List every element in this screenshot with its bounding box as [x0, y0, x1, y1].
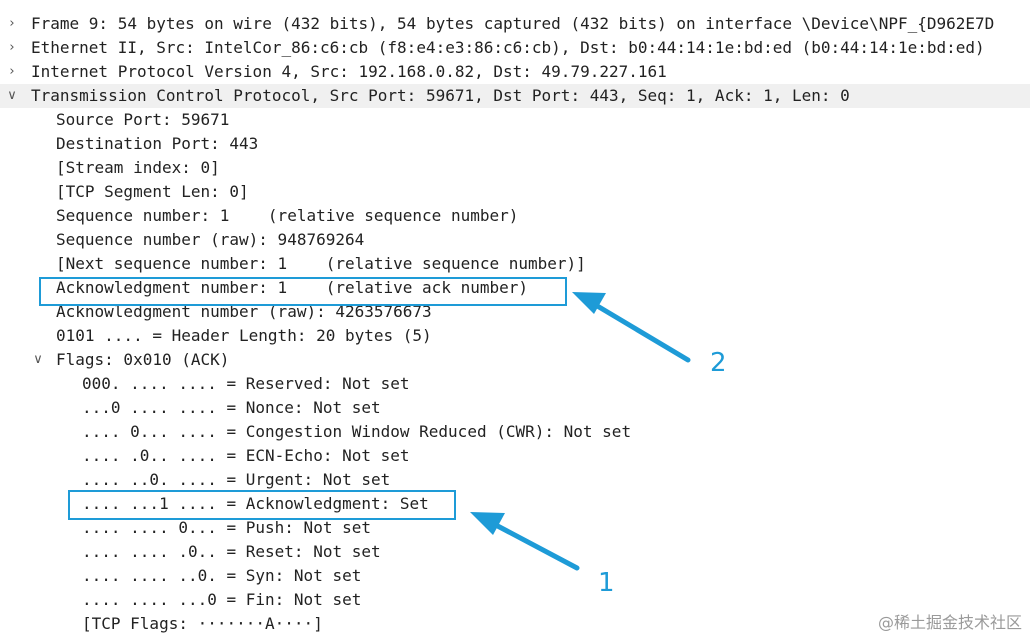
tree-row-label: .... ..0. .... = Urgent: Not set	[82, 470, 391, 489]
tree-row-label: .... .... 0... = Push: Not set	[82, 518, 371, 537]
tree-row-label: Sequence number: 1 (relative sequence nu…	[56, 206, 519, 225]
tree-row-label: Destination Port: 443	[56, 134, 259, 153]
tree-row-flag-nonce[interactable]: ...0 .... .... = Nonce: Not set	[0, 396, 1030, 420]
tree-row-label: Ethernet II, Src: IntelCor_86:c6:cb (f8:…	[31, 38, 985, 57]
tree-row-tcp-flags-summary[interactable]: [TCP Flags: ·······A····]	[0, 612, 1030, 636]
tree-row-label: Sequence number (raw): 948769264	[56, 230, 365, 249]
tree-row-label: .... .... ..0. = Syn: Not set	[82, 566, 362, 585]
tree-row-label: Frame 9: 54 bytes on wire (432 bits), 54…	[31, 14, 995, 33]
tree-row-stream-index[interactable]: [Stream index: 0]	[0, 156, 1030, 180]
tree-row-label: .... .... ...0 = Fin: Not set	[82, 590, 362, 609]
tree-row-label: 000. .... .... = Reserved: Not set	[82, 374, 410, 393]
tree-row-destination-port[interactable]: Destination Port: 443	[0, 132, 1030, 156]
arrow-2	[572, 292, 691, 363]
chevron-down-icon[interactable]: ∨	[33, 352, 43, 367]
tree-row-ipv4[interactable]: › Internet Protocol Version 4, Src: 192.1…	[0, 60, 1030, 84]
tree-row-label: [Stream index: 0]	[56, 158, 220, 177]
tree-row-source-port[interactable]: Source Port: 59671	[0, 108, 1030, 132]
tree-row-flag-reset[interactable]: .... .... .0.. = Reset: Not set	[0, 540, 1030, 564]
tree-row-flag-syn[interactable]: .... .... ..0. = Syn: Not set	[0, 564, 1030, 588]
tree-row-next-seq[interactable]: [Next sequence number: 1 (relative seque…	[0, 252, 1030, 276]
tree-row-label: Source Port: 59671	[56, 110, 230, 129]
chevron-right-icon[interactable]: ›	[9, 40, 15, 55]
tree-row-flag-cwr[interactable]: .... 0... .... = Congestion Window Reduc…	[0, 420, 1030, 444]
tree-row-flag-fin[interactable]: .... .... ...0 = Fin: Not set	[0, 588, 1030, 612]
tree-row-label: 0101 .... = Header Length: 20 bytes (5)	[56, 326, 432, 345]
tree-row-label: .... ...1 .... = Acknowledgment: Set	[82, 494, 429, 513]
chevron-down-icon[interactable]: ∨	[7, 88, 17, 103]
tree-row-label: [TCP Flags: ·······A····]	[82, 614, 323, 633]
tree-row-ack-number[interactable]: Acknowledgment number: 1 (relative ack n…	[0, 276, 1030, 300]
tree-row-header-length[interactable]: 0101 .... = Header Length: 20 bytes (5)	[0, 324, 1030, 348]
tree-row-tcp[interactable]: ∨ Transmission Control Protocol, Src Port…	[0, 84, 1030, 108]
annotation-number-2: 2	[710, 348, 727, 378]
tree-row-label: Acknowledgment number (raw): 4263576673	[56, 302, 432, 321]
arrow-1	[470, 512, 580, 571]
tree-row-ethernet[interactable]: › Ethernet II, Src: IntelCor_86:c6:cb (f8…	[0, 36, 1030, 60]
chevron-right-icon[interactable]: ›	[9, 16, 15, 31]
tree-row-seq-raw[interactable]: Sequence number (raw): 948769264	[0, 228, 1030, 252]
tree-row-label: Acknowledgment number: 1 (relative ack n…	[56, 278, 529, 297]
tree-row-flags[interactable]: ∨ Flags: 0x010 (ACK)	[0, 348, 1030, 372]
tree-row-flag-push[interactable]: .... .... 0... = Push: Not set	[0, 516, 1030, 540]
tree-row-label: ...0 .... .... = Nonce: Not set	[82, 398, 381, 417]
tree-row-ack-raw[interactable]: Acknowledgment number (raw): 4263576673	[0, 300, 1030, 324]
tree-row-segment-len[interactable]: [TCP Segment Len: 0]	[0, 180, 1030, 204]
tree-row-label: Flags: 0x010 (ACK)	[56, 350, 230, 369]
annotation-number-1: 1	[598, 568, 615, 598]
chevron-right-icon[interactable]: ›	[9, 64, 15, 79]
tree-row-label: .... .... .0.. = Reset: Not set	[82, 542, 381, 561]
tree-row-seq-number[interactable]: Sequence number: 1 (relative sequence nu…	[0, 204, 1030, 228]
highlight-box-ack-number	[39, 277, 567, 306]
tree-row-label: [TCP Segment Len: 0]	[56, 182, 249, 201]
watermark: @稀土掘金技术社区	[877, 613, 1022, 632]
tree-row-flag-ack[interactable]: .... ...1 .... = Acknowledgment: Set	[0, 492, 1030, 516]
tree-row-label: .... .0.. .... = ECN-Echo: Not set	[82, 446, 410, 465]
highlight-box-ack-flag	[68, 490, 456, 520]
tree-row-flag-urgent[interactable]: .... ..0. .... = Urgent: Not set	[0, 468, 1030, 492]
tree-row-label: Internet Protocol Version 4, Src: 192.16…	[31, 62, 667, 81]
tree-row-frame[interactable]: › Frame 9: 54 bytes on wire (432 bits), 5…	[0, 12, 1030, 36]
tree-row-flag-reserved[interactable]: 000. .... .... = Reserved: Not set	[0, 372, 1030, 396]
tree-row-label: Transmission Control Protocol, Src Port:…	[31, 86, 850, 105]
tree-row-label: [Next sequence number: 1 (relative seque…	[56, 254, 586, 273]
tree-row-label: .... 0... .... = Congestion Window Reduc…	[82, 422, 632, 441]
tree-row-flag-ecn[interactable]: .... .0.. .... = ECN-Echo: Not set	[0, 444, 1030, 468]
